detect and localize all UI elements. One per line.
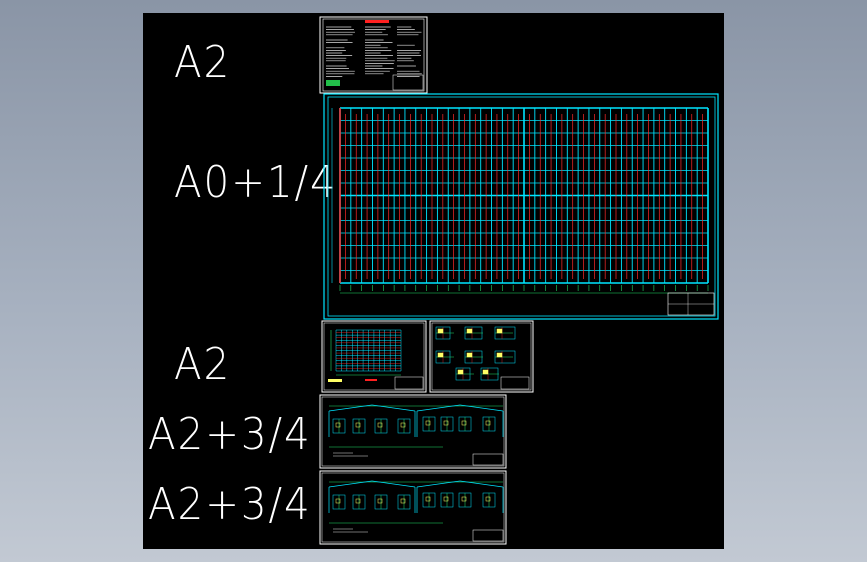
small-plan-caption [328, 379, 342, 382]
elevation-drawings [329, 481, 503, 532]
general-notes-sheet[interactable] [320, 17, 427, 93]
details-sheet[interactable] [430, 321, 533, 392]
notes-title-bar [365, 20, 389, 23]
detail-drawings [436, 327, 515, 380]
notes-title-block [393, 75, 423, 90]
cad-model-space[interactable]: A2 A0+1/4 A2 A2+3/4 A2+3/4 [143, 13, 724, 549]
grid-plan [332, 108, 708, 293]
drawing-layer [143, 13, 724, 549]
foundation-plan-sheet[interactable] [324, 94, 718, 319]
frame-elevation-sheet-1[interactable] [320, 395, 506, 468]
notes-text-block [326, 27, 422, 76]
frame-elevation-sheet-2[interactable] [320, 471, 506, 544]
elevation-drawings [329, 405, 503, 456]
notes-green-stamp [326, 80, 340, 86]
small-plan-grid [331, 330, 401, 375]
small-plan-sheet[interactable] [322, 321, 426, 392]
